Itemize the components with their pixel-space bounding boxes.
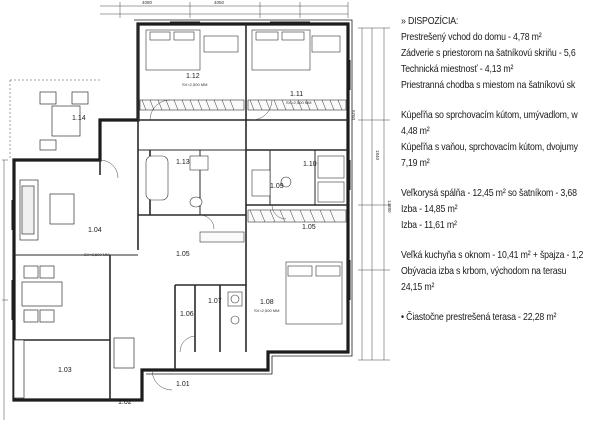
dim-top-2: 4050 xyxy=(214,0,225,5)
info-line: Veľká kuchyňa s oknom - 10,41 m² + špajz… xyxy=(401,250,584,261)
info-line: 7,19 m² xyxy=(401,158,430,169)
info-line: Veľkorysá spálňa - 12,45 m² so šatníkom … xyxy=(401,188,577,199)
room-label-1-03: 1.03 xyxy=(58,367,72,374)
floor-plan: 4080 4050 5760 1840 14880 xyxy=(2,0,392,420)
info-line: Priestranná chodba s miestom na šatníkov… xyxy=(401,80,576,91)
info-line: Kúpeľňa so sprchovacím kútom, umývadlom,… xyxy=(401,110,578,121)
spacer xyxy=(401,234,600,248)
layout-description: » DISPOZÍCIA: Prestrešený vchod do domu … xyxy=(401,14,600,426)
info-line: Technická miestnosť - 4,13 m² xyxy=(401,64,514,75)
info-line: Kúpeľňa s vaňou, sprchovacím kútom, dvoj… xyxy=(401,142,578,153)
room-label-1-09: 1.09 xyxy=(270,183,284,190)
room-label-1-05b: 1.05 xyxy=(302,224,316,231)
dim-right-3: 14880 xyxy=(387,200,392,213)
spacer xyxy=(401,172,600,186)
room-label-1-08: 1.08 xyxy=(260,299,274,306)
info-line: Prestrešený vchod do domu - 4,78 m² xyxy=(401,32,542,43)
room-label-1-04: 1.04 xyxy=(88,227,102,234)
disposition-heading: » DISPOZÍCIA: xyxy=(401,16,459,27)
room-label-1-02: 1.02 xyxy=(118,399,132,406)
info-line: Obývacia izba s krbom, východom na teras… xyxy=(401,266,567,277)
room-note-1-11: SV=2,500 MM xyxy=(286,100,311,105)
room-label-1-10: 1.10 xyxy=(303,161,317,168)
room-label-1-14: 1.14 xyxy=(72,115,86,122)
room-note-1-12: SV=2,500 MM xyxy=(182,82,207,87)
info-line: Zádverie s priestorom na šatníkovú skriň… xyxy=(401,48,576,59)
info-line: Izba - 11,61 m² xyxy=(401,220,457,231)
room-label-1-11: 1.11 xyxy=(290,91,303,98)
spacer xyxy=(401,296,600,310)
dim-right-2: 1840 xyxy=(375,150,380,161)
info-line: Izba - 14,85 m² xyxy=(401,204,458,215)
room-label-1-07: 1.07 xyxy=(208,298,222,305)
info-line: 4,48 m² xyxy=(401,126,430,137)
dim-right-1: 5760 xyxy=(351,110,356,121)
spacer xyxy=(401,94,600,108)
room-label-1-01: 1.01 xyxy=(176,381,190,388)
info-line: 24,15 m² xyxy=(401,282,435,293)
room-note-1-08: SV=2,500 MM xyxy=(254,308,279,313)
room-note-1-04: SV=2,500 MM xyxy=(84,252,109,257)
room-label-1-05: 1.05 xyxy=(176,251,190,258)
info-line: • Čiastočne prestrešená terasa - 22,28 m… xyxy=(401,312,557,323)
room-label-1-06: 1.06 xyxy=(180,311,194,318)
room-label-1-13: 1.13 xyxy=(176,159,190,166)
room-label-1-12: 1.12 xyxy=(186,73,200,80)
dim-top-1: 4080 xyxy=(142,0,153,5)
